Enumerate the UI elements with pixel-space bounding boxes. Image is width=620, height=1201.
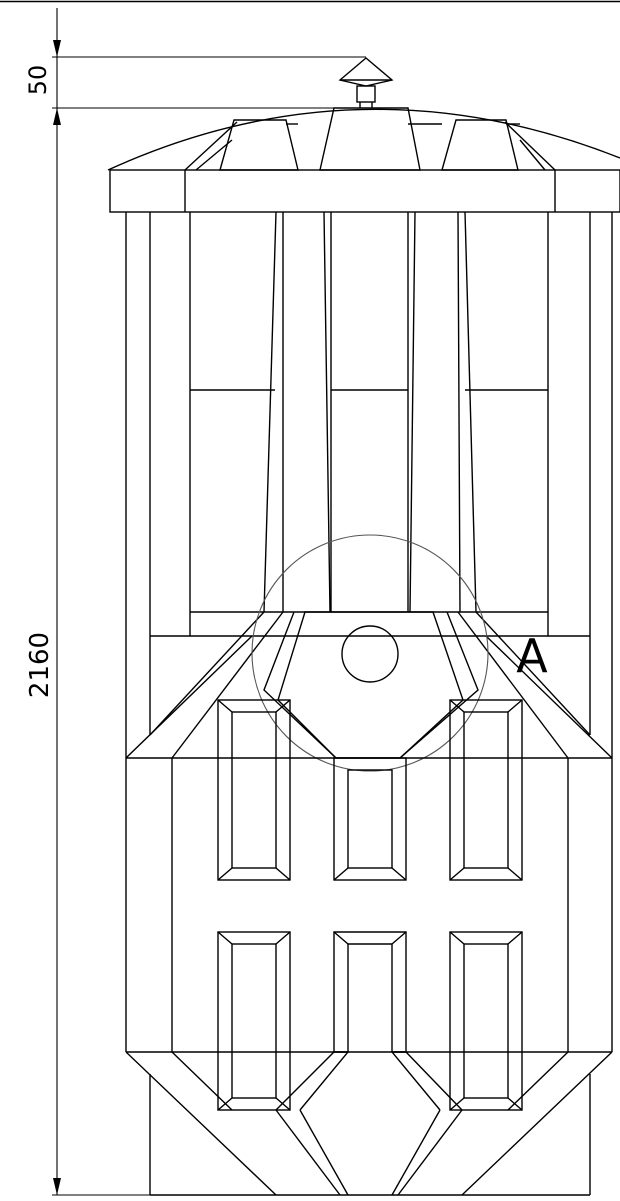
roof-dome <box>107 107 620 171</box>
dimension-label-top: 50 <box>24 65 52 96</box>
top-finial <box>338 57 394 108</box>
detail-label: A <box>516 629 548 683</box>
detail-hole <box>341 625 399 683</box>
dimension-lines <box>52 8 372 1196</box>
detail-circle <box>251 534 489 772</box>
roof-band <box>109 169 620 213</box>
upper-windows <box>217 699 523 881</box>
lower-body <box>125 757 613 1053</box>
dimension-label-height: 2160 <box>25 632 55 698</box>
lower-windows <box>217 931 523 1111</box>
base-taper <box>125 1051 613 1196</box>
